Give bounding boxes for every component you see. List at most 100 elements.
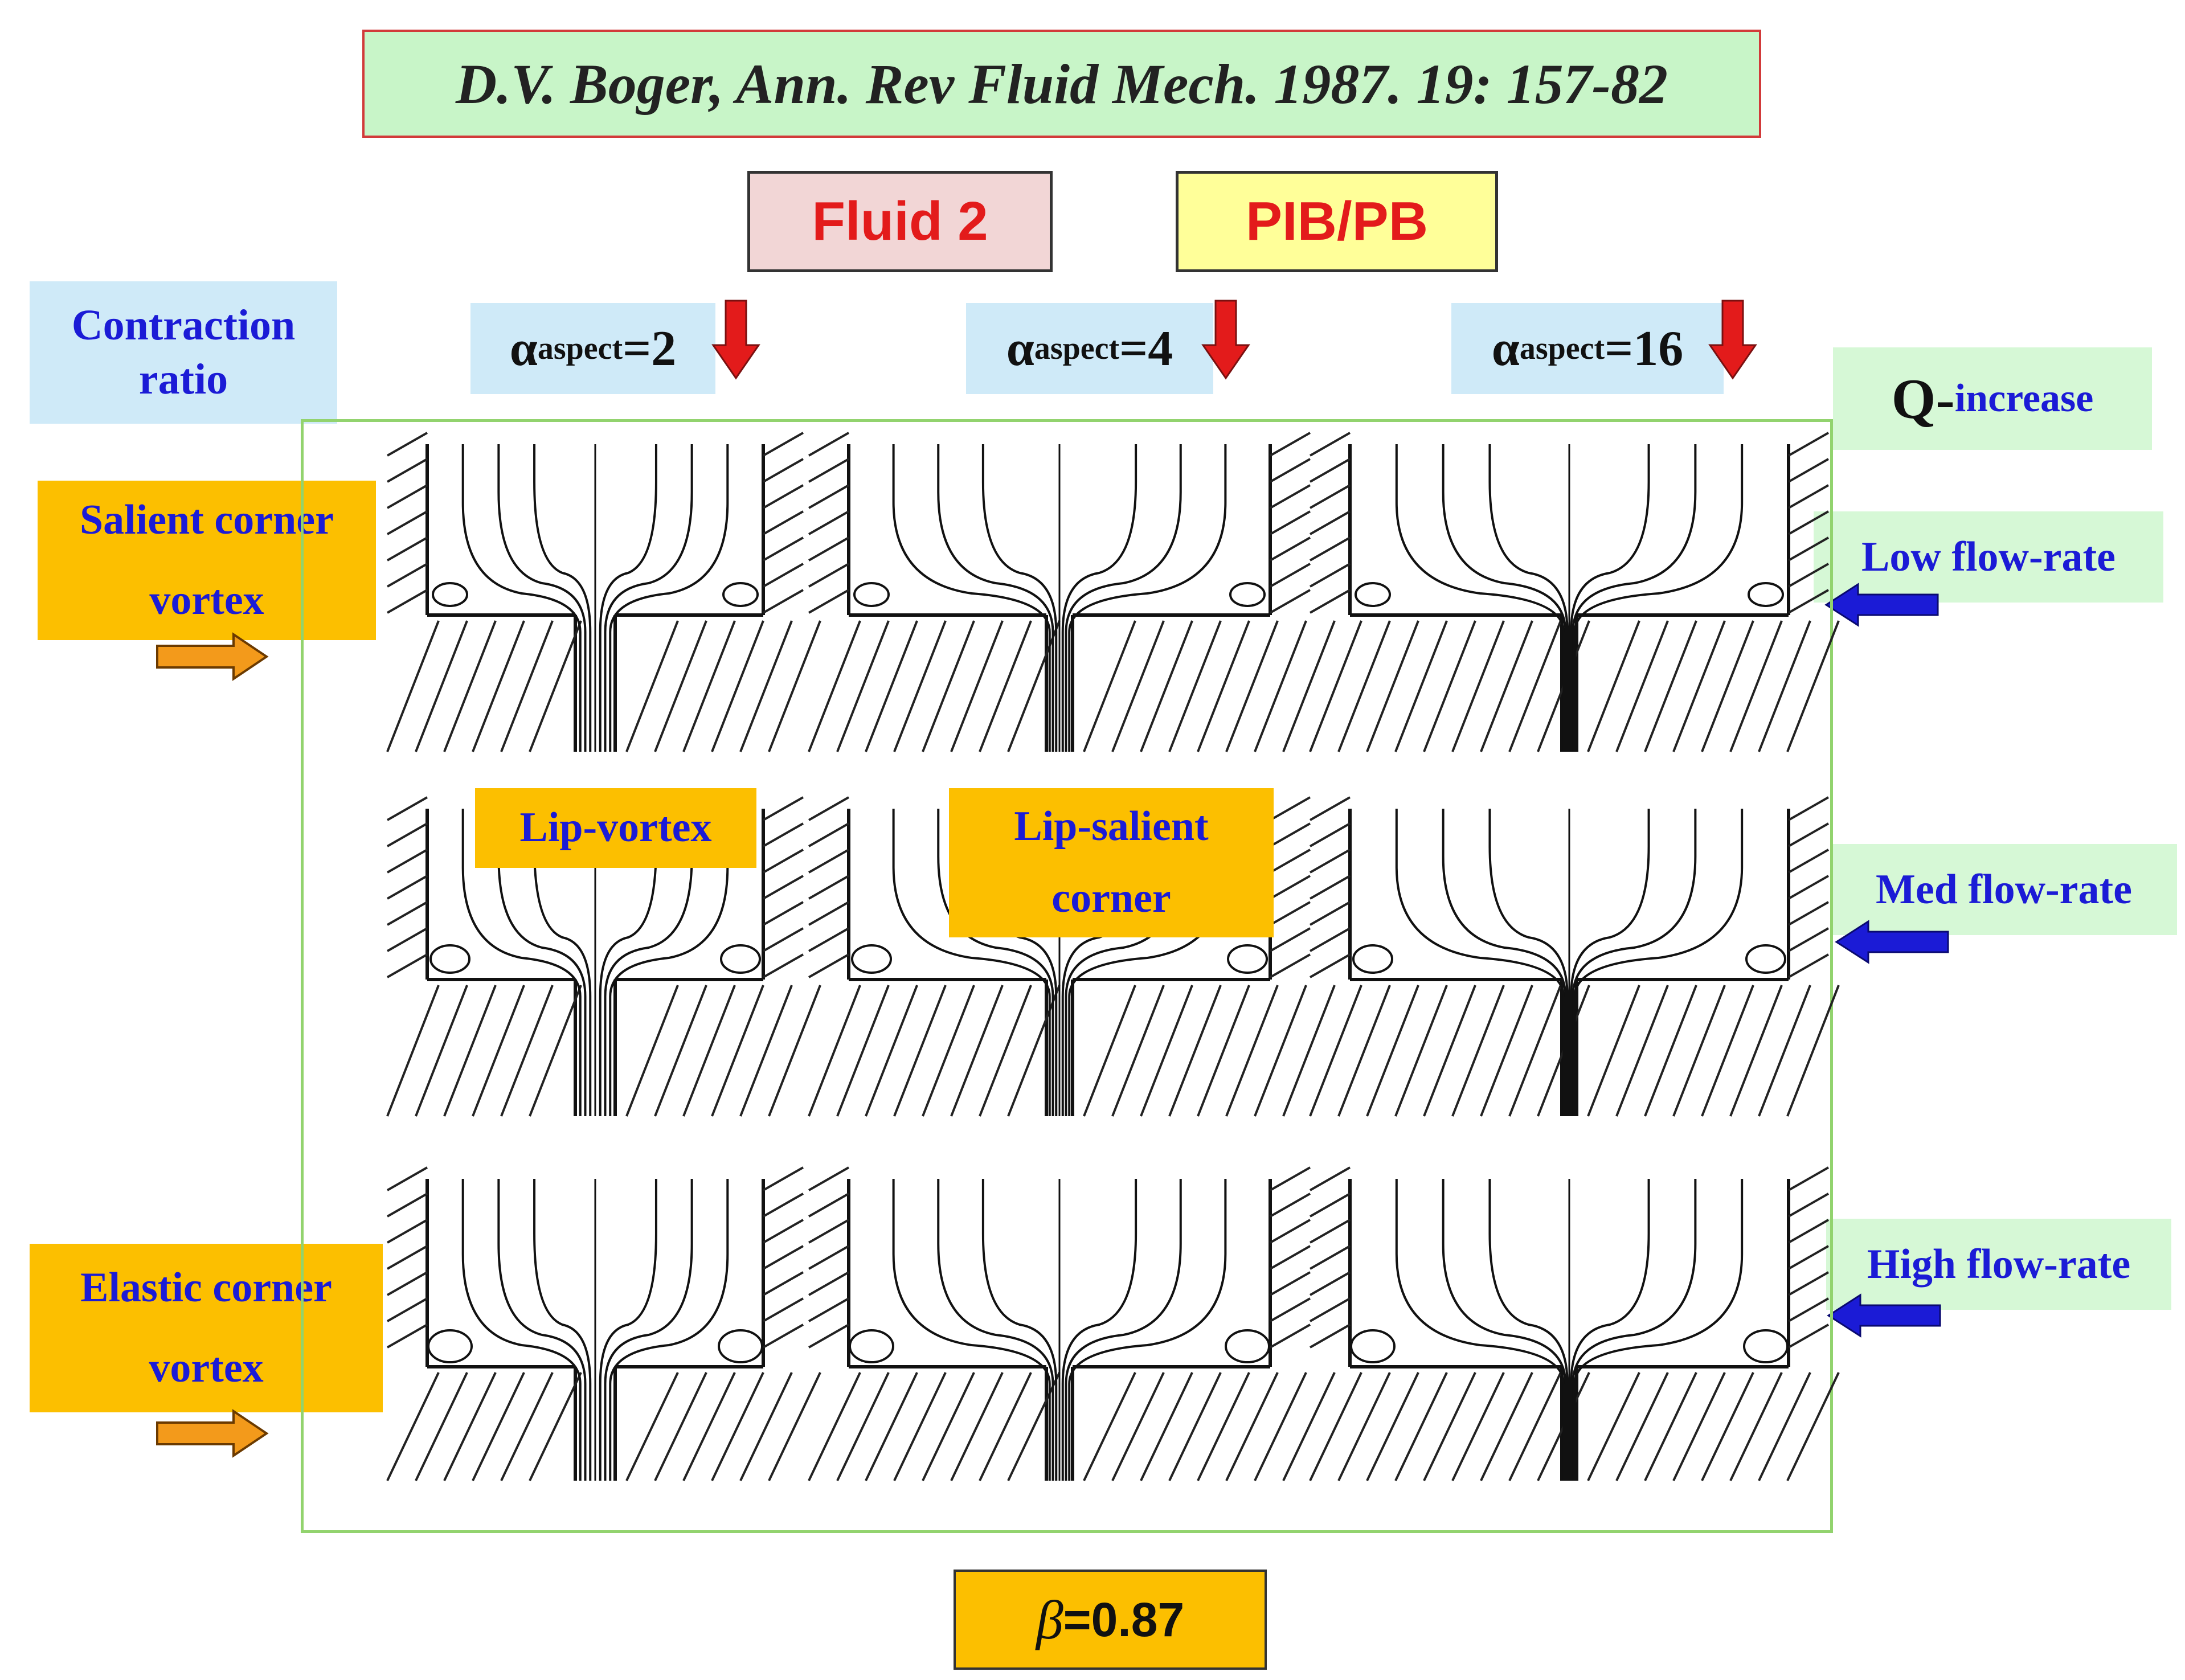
streamline bbox=[1572, 1179, 1697, 1481]
streamline bbox=[1572, 444, 1697, 752]
q-symbol: Q- bbox=[1891, 367, 1955, 431]
floor-hatch bbox=[443, 985, 497, 1117]
wall-hatch bbox=[808, 484, 849, 509]
streamline bbox=[461, 444, 582, 752]
floor-hatch bbox=[1423, 620, 1476, 752]
wall-hatch bbox=[387, 796, 428, 821]
wall-hatch bbox=[1788, 953, 1829, 978]
streamline bbox=[1572, 809, 1697, 1116]
left-arrow-icon bbox=[1835, 920, 1949, 964]
wall-hatch bbox=[808, 927, 849, 952]
floor-hatch bbox=[1729, 1372, 1783, 1481]
wall-hatch bbox=[808, 1219, 849, 1244]
streamline bbox=[497, 809, 587, 1116]
wall-hatch bbox=[808, 1297, 849, 1322]
corner-vortex bbox=[851, 944, 892, 974]
floor-hatch bbox=[1007, 985, 1061, 1117]
low-flow-rate-label: Low flow-rate bbox=[1814, 511, 2163, 603]
floor-hatch bbox=[711, 1372, 764, 1481]
elastic-corner-vortex-label: Elastic corner vortex bbox=[30, 1244, 383, 1412]
floor-hatch bbox=[1366, 620, 1419, 752]
floor-hatch bbox=[808, 985, 861, 1117]
floor-hatch bbox=[739, 620, 793, 752]
floor-hatch bbox=[979, 985, 1032, 1117]
floor-hatch bbox=[529, 620, 582, 752]
streamline bbox=[533, 444, 592, 752]
flow-panel-frame bbox=[301, 419, 1833, 1533]
floor-hatch bbox=[1615, 1372, 1669, 1481]
wall-hatch bbox=[1310, 901, 1351, 926]
wall-hatch bbox=[763, 927, 804, 952]
salient-line-2: vortex bbox=[149, 577, 264, 624]
streamline bbox=[1065, 1179, 1182, 1481]
streamline bbox=[461, 1179, 582, 1481]
right-arrow-icon bbox=[156, 1409, 269, 1458]
wall-hatch bbox=[808, 432, 849, 457]
floor-hatch bbox=[1786, 1372, 1840, 1481]
streamline bbox=[892, 809, 1051, 1116]
wall-hatch bbox=[808, 458, 849, 483]
wall-hatch bbox=[1788, 1297, 1829, 1322]
floor-hatch bbox=[836, 985, 890, 1117]
lip-salient-corner-label: Lip-salient corner bbox=[949, 788, 1274, 937]
wall-hatch bbox=[763, 1297, 804, 1322]
corner-vortex bbox=[429, 944, 470, 974]
wall-hatch bbox=[1270, 822, 1311, 847]
lip-salient-line-1: Lip-salient bbox=[1014, 803, 1209, 850]
floor-hatch bbox=[865, 620, 918, 752]
floor-hatch bbox=[1111, 620, 1165, 752]
streamline bbox=[892, 444, 1051, 752]
floor-hatch bbox=[654, 985, 707, 1117]
wall-hatch bbox=[1270, 1245, 1311, 1270]
floor-hatch bbox=[1111, 1372, 1165, 1481]
wall-hatch bbox=[808, 901, 849, 926]
wall-hatch bbox=[808, 1166, 849, 1191]
wall-hatch bbox=[387, 510, 428, 535]
alpha-symbol: α bbox=[509, 321, 538, 376]
wall-hatch bbox=[763, 432, 804, 457]
high-flow-rate-label: High flow-rate bbox=[1826, 1219, 2171, 1310]
corner-vortex bbox=[1745, 944, 1786, 974]
streamline bbox=[599, 809, 657, 1116]
streamline bbox=[1573, 444, 1744, 752]
floor-hatch bbox=[500, 620, 554, 752]
wall-hatch bbox=[1788, 901, 1829, 926]
floor-hatch bbox=[1366, 985, 1419, 1117]
streamline bbox=[1068, 1179, 1227, 1481]
med-flow-rate-label: Med flow-rate bbox=[1831, 844, 2177, 935]
floor-hatch bbox=[1758, 1372, 1811, 1481]
wall-hatch bbox=[1270, 953, 1311, 978]
wall-hatch bbox=[387, 1297, 428, 1322]
contraction-ratio-label: Contraction ratio bbox=[30, 281, 337, 424]
wall-hatch bbox=[1270, 536, 1311, 562]
floor-hatch bbox=[1480, 985, 1533, 1117]
wall-hatch bbox=[1270, 1219, 1311, 1244]
streamline bbox=[604, 444, 693, 752]
floor-hatch bbox=[472, 1372, 525, 1481]
alpha-subscript: aspect bbox=[1519, 331, 1605, 366]
floor-hatch bbox=[922, 1372, 975, 1481]
wall-hatch bbox=[1788, 796, 1829, 821]
floor-hatch bbox=[472, 985, 525, 1117]
wall-hatch bbox=[1270, 849, 1311, 874]
streamline bbox=[1061, 444, 1137, 752]
lip-vortex-label: Lip-vortex bbox=[475, 788, 756, 868]
floor-hatch bbox=[625, 1372, 679, 1481]
floor-hatch bbox=[1140, 1372, 1193, 1481]
floor-hatch bbox=[415, 620, 468, 752]
streamline bbox=[604, 809, 693, 1116]
floor-hatch bbox=[529, 1372, 582, 1481]
floor-hatch bbox=[1254, 620, 1307, 752]
salient-line-1: Salient corner bbox=[80, 497, 334, 544]
wall-hatch bbox=[1270, 432, 1311, 457]
wall-hatch bbox=[387, 927, 428, 952]
wall-hatch bbox=[763, 1271, 804, 1296]
contraction-ratio-line-2: ratio bbox=[138, 355, 228, 403]
wall-hatch bbox=[1788, 510, 1829, 535]
wall-hatch bbox=[763, 484, 804, 509]
streamline bbox=[533, 809, 592, 1116]
floor-hatch bbox=[1168, 1372, 1222, 1481]
streamline bbox=[497, 1179, 587, 1481]
aspect-value: =4 bbox=[1119, 321, 1173, 376]
